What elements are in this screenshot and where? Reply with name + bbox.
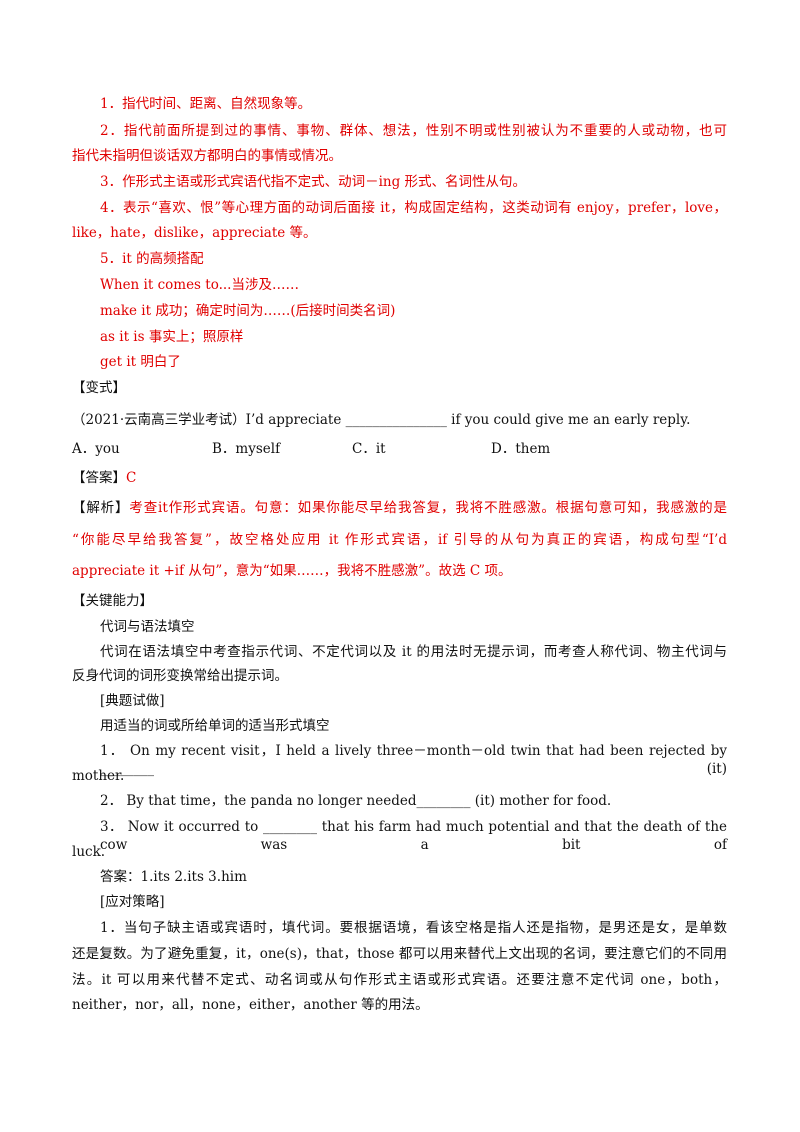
answer-value: C [126, 470, 137, 486]
answer-line: 【答案】C [72, 469, 136, 487]
exercise-3-line-2: luck. [72, 844, 106, 860]
exercise-1-line-1: 1． On my recent visit，I held a lively th… [100, 743, 727, 777]
collocation-4: get it 明白了 [100, 354, 181, 370]
question-stem: （2021·云南高三学业考试）I’d appreciate __________… [72, 412, 691, 428]
heading-variant: 【变式】 [72, 380, 126, 396]
exercise-3-line-1: 3． Now it occurred to ________ that his … [100, 819, 727, 853]
strategy-line-1: 1．当句子缺主语或宾语时，填代词。要根据语境，看该空格是指人还是指物，是男还是女… [100, 920, 727, 936]
analysis-line-2: “你能尽早给我答复”，故空格处应用 it 作形式宾语，if 引导的从句为真正的宾… [72, 532, 727, 548]
collocation-1: When it comes to...当涉及…… [100, 277, 299, 293]
intro-line-1: 代词在语法填空中考查指示代词、不定代词以及 it 的用法时无提示词，而考查人称代… [100, 644, 727, 660]
typical-heading: [典题试做] [100, 693, 165, 709]
option-b: B．myself [212, 441, 281, 457]
strategy-line-3: 法。it 可以用来代替不定式、动名词或从句作形式主语或形式宾语。还要注意不定代词… [72, 972, 727, 988]
rule-2-line-2: 指代未指明但谈话双方都明白的事情或情况。 [72, 148, 342, 164]
rule-1: 1．指代时间、距离、自然现象等。 [100, 96, 312, 112]
rule-5: 5．it 的高频搭配 [100, 251, 204, 267]
collocation-3: as it is 事实上；照原样 [100, 329, 244, 345]
exercise-1-line-2: mother. [72, 768, 125, 784]
strategy-heading: [应对策略] [100, 894, 165, 910]
option-c: C．it [352, 441, 386, 457]
heading-key-ability: 【关键能力】 [72, 593, 153, 609]
strategy-line-4: neither，nor，all，none，either，another 等的用法… [72, 997, 429, 1013]
analysis-text-1: 考查it作形式宾语。句意：如果你能尽早给我答复，我将不胜感激。根据句意可知，我感… [129, 500, 727, 516]
rule-4-line-2: like，hate，dislike，appreciate 等。 [72, 225, 317, 241]
exercise-2: 2． By that time，the panda no longer need… [100, 793, 612, 809]
option-a: A．you [72, 441, 120, 457]
exercise-answers: 答案：1.its 2.its 3.him [100, 869, 247, 885]
analysis-label: 【解析】 [72, 500, 130, 516]
analysis-line-1: 【解析】考查it作形式宾语。句意：如果你能尽早给我答复，我将不胜感激。根据句意可… [72, 499, 727, 517]
rule-4-line-1: 4．表示“喜欢、恨”等心理方面的动词后面接 it，构成固定结构，这类动词有 en… [100, 200, 727, 216]
rule-3: 3．作形式主语或形式宾语代指不定式、动词－ing 形式、名词性从句。 [100, 174, 527, 190]
rule-2-line-1: 2．指代前面所提到过的事情、事物、群体、想法，性别不明或性别被认为不重要的人或动… [100, 123, 727, 139]
instruction: 用适当的词或所给单词的适当形式填空 [100, 718, 330, 734]
intro-line-2: 反身代词的词形变换常给出提示词。 [72, 668, 288, 684]
answer-label: 【答案】 [72, 470, 126, 486]
subheading: 代词与语法填空 [100, 619, 195, 635]
analysis-line-3: appreciate it +if 从句”，意为“如果……，我将不胜感激”。故选… [72, 563, 512, 579]
strategy-line-2: 还是复数。为了避免重复，it，one(s)，that，those 都可以用来替代… [72, 946, 727, 962]
option-d: D．them [491, 441, 551, 457]
collocation-2: make it 成功；确定时间为……(后接时间类名词) [100, 303, 396, 319]
